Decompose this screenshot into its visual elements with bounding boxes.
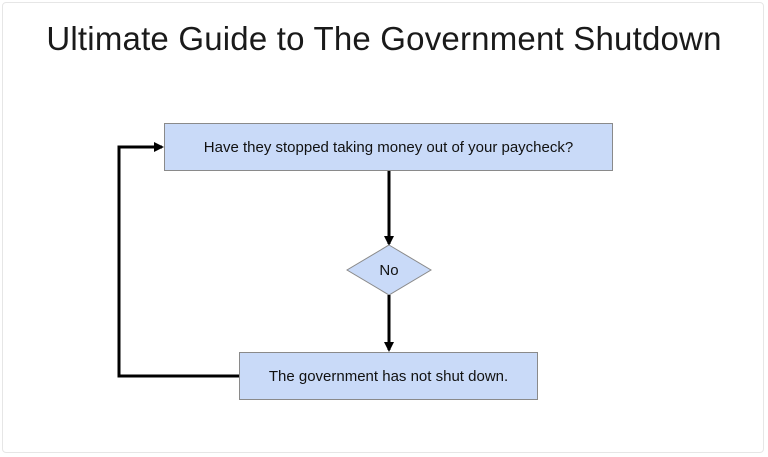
flowchart-decision-label: No [379,261,399,279]
page-title: Ultimate Guide to The Government Shutdow… [46,20,722,57]
image-frame [2,2,764,453]
flowchart-node-start-label: Have they stopped taking money out of yo… [203,138,574,156]
arrow-loop-back [117,142,239,378]
flowchart-node-end-label: The government has not shut down. [268,367,509,385]
flowchart-node-start: Have they stopped taking money out of yo… [164,123,613,171]
flowchart-node-end: The government has not shut down. [239,352,538,400]
